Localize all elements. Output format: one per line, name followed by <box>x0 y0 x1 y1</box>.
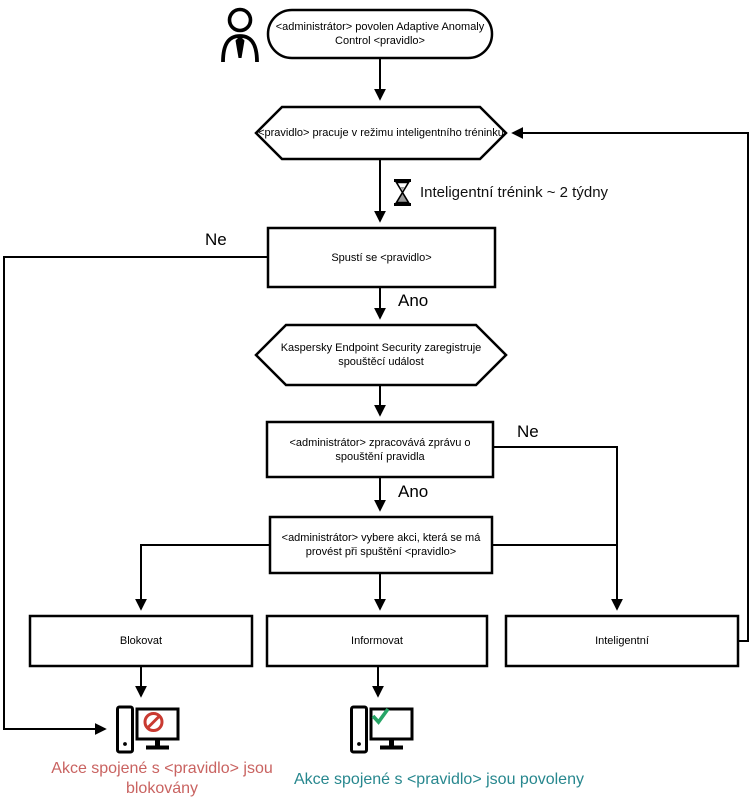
node-shapes <box>28 8 740 668</box>
action-smart-node: Inteligentní <box>506 616 738 666</box>
process-report-label: <administrátor> zpracovává zprávu o spou… <box>289 436 471 463</box>
block-node-shape <box>28 614 254 668</box>
computer-allowed-icon <box>350 705 414 754</box>
label-yes-1: Ano <box>398 291 429 310</box>
connector-lines <box>3 59 749 735</box>
start-node: <administrátor> povolen Adaptive Anomaly… <box>268 10 492 58</box>
action-block-node: Blokovat <box>30 616 252 666</box>
result-blocked-text: Akce spojené s <pravidlo> jsou blokovány <box>51 760 273 797</box>
smart-node-shape <box>504 614 740 668</box>
arrow-no-left-to-blocked <box>3 256 268 735</box>
action-block-label: Blokovat <box>119 635 163 647</box>
trigger-node-shape <box>266 226 497 289</box>
training-mode-node: <pravidlo> pracuje v režimu inteligentní… <box>256 107 506 159</box>
start-node-label: <administrátor> povolen Adaptive Anomaly… <box>275 21 485 47</box>
action-smart-label: Inteligentní <box>595 635 649 647</box>
arrow-loop-smart-to-training <box>511 127 749 642</box>
prohibition-icon <box>143 712 164 732</box>
report-node-shape <box>265 420 495 479</box>
training-mode-label: <pravidlo> pracuje v režimu inteligentní… <box>258 127 504 139</box>
result-allowed-text: Akce spojené s <pravidlo> jsou povoleny <box>294 771 584 788</box>
select-action-label: <administrátor> vybere akci, která se má… <box>281 532 481 558</box>
register-event-node: Kaspersky Endpoint Security zaregistruje… <box>266 325 496 385</box>
rule-trigger-node: Spustí se <pravidlo> <box>268 228 495 287</box>
hourglass-icon <box>394 179 411 206</box>
process-report-node: <administrátor> zpracovává zprávu o spou… <box>267 422 493 477</box>
person-icon <box>221 7 259 63</box>
register-hexagon-shape <box>254 323 508 387</box>
inform-node-shape <box>265 614 489 668</box>
action-inform-node: Informovat <box>267 616 487 666</box>
rule-trigger-label: Spustí se <pravidlo> <box>331 251 432 264</box>
select-action-node: <administrátor> vybere akci, která se má… <box>270 517 492 573</box>
start-node-shape <box>266 8 494 60</box>
arrow-select-to-block <box>135 544 270 611</box>
label-yes-2: Ano <box>398 482 429 501</box>
select-node-shape <box>268 515 494 575</box>
training-duration-note: Inteligentní trénink ~ 2 týdny <box>420 184 609 201</box>
arrow-no-right-to-smart <box>493 446 623 611</box>
label-no-right: Ne <box>517 422 539 441</box>
register-event-label: Kaspersky Endpoint Security zaregistruje… <box>280 342 482 368</box>
computer-blocked-icon <box>116 705 180 754</box>
checkmark-icon <box>371 707 390 725</box>
label-no-left: Ne <box>205 230 227 249</box>
training-hexagon-shape <box>254 105 508 161</box>
action-inform-label: Informovat <box>351 635 403 647</box>
